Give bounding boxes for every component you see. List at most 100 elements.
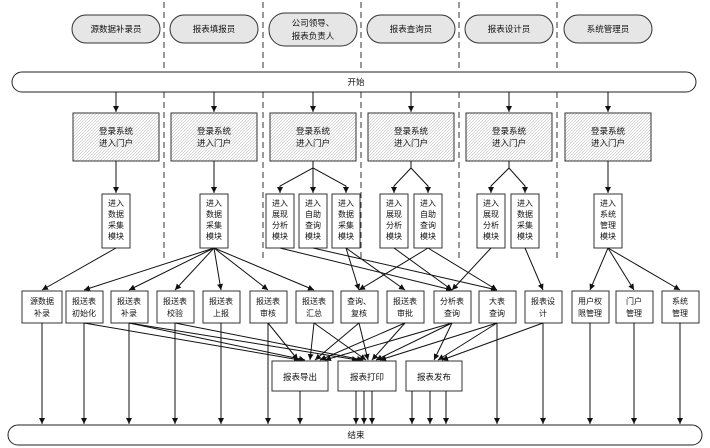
module-box-analysis: 进入 展现 分析 模块 [379,193,409,249]
module-text: 数据 [338,209,354,219]
module-text: 进入 [517,199,533,208]
module-text: 进入 [338,199,354,208]
start-label: 开始 [347,77,365,88]
login-text: 进入门户 [591,138,625,149]
function-text: 查询 [444,308,460,318]
module-text: 进入 [386,199,402,208]
function-report-init: 报送表 初始化 [65,290,104,324]
module-box-data-collection: 进入 数据 采集 模块 [331,193,361,249]
login-text: 登录系统 [394,126,429,137]
module-box-self-query: 进入 自助 查询 模块 [413,193,443,249]
login-text: 登录系统 [591,126,626,137]
function-report-entry: 报送表 补录 [110,290,149,324]
login-text: 进入门户 [394,138,428,149]
lane-label: 公司领导、 [292,18,335,29]
module-text: 展现 [483,210,499,219]
lane-header-sysadmin: 系统管理员 [563,14,653,44]
module-box-system-admin: 进入 系统 管理 模块 [593,193,623,249]
login-box: 登录系统 进入门户 [367,112,455,162]
function-text: 上报 [213,308,229,318]
module-text: 系统 [600,209,616,219]
edges-modules-functions [41,247,681,292]
module-text: 进入 [420,199,436,208]
lane-label: 报表负责人 [292,31,335,42]
function-text: 初始化 [72,308,96,318]
function-analysis-query: 分析表 查询 [433,290,472,324]
function-report-summary: 报送表 汇总 [295,290,334,324]
function-text: 报送表 [256,296,280,306]
function-text: 补录 [121,308,137,318]
lane-header-data-entry: 源数据补录员 [71,14,161,44]
output-export: 报表导出 [271,360,329,392]
module-text: 分析 [386,220,402,230]
module-text: 展现 [272,210,288,219]
output-text: 报表打印 [350,372,384,383]
function-text: 计 [539,308,547,318]
function-text: 报表设 [531,296,555,306]
function-text: 大表 [489,296,505,306]
function-text: 管理 [672,308,688,318]
edges-functions-outputs [83,322,544,363]
lane-label: 源数据补录员 [90,24,141,35]
module-box-analysis: 进入 展现 分析 模块 [265,193,295,249]
module-text: 进入 [108,199,124,208]
login-text: 登录系统 [492,126,527,137]
module-text: 模块 [600,231,616,241]
function-text: 报送表 [163,296,187,306]
function-large-table-query: 大表 查询 [478,290,517,324]
lane-headers: 源数据补录员 报表填报员 公司领导、 报表负责人 报表查询员 报表设计员 系统管… [71,12,653,47]
module-text: 自助 [420,209,436,219]
module-text: 管理 [600,220,616,230]
login-text: 登录系统 [99,126,134,137]
module-box-data-collection: 进入 数据 采集 模块 [510,193,540,249]
module-boxes: 进入 数据 采集 模块 进入 数据 采集 模块 进入 展现 分析 模块 进入 自… [101,193,623,249]
module-text: 数据 [206,209,222,219]
module-text: 模块 [420,231,436,241]
module-text: 模块 [108,231,124,241]
module-text: 模块 [305,231,321,241]
login-text: 进入门户 [99,138,133,149]
module-box-data-collection: 进入 数据 采集 模块 [101,193,131,249]
module-text: 模块 [386,231,402,241]
function-source-data-entry: 源数据 补录 [21,290,63,324]
function-text: 审批 [397,308,413,318]
lane-header-report-designer: 报表设计员 [464,14,554,44]
function-system-admin: 系统 管理 [661,290,700,324]
function-text: 系统 [672,296,688,306]
lane-header-report-query: 报表查询员 [366,14,456,44]
function-report-validate: 报送表 校验 [156,290,195,324]
function-portal-admin: 门户 管理 [615,290,654,324]
function-report-design: 报表设 计 [524,290,563,324]
module-text: 采集 [338,220,354,230]
login-text: 进入门户 [197,138,231,149]
login-text: 进入门户 [492,138,526,149]
function-text: 报送表 [117,296,141,306]
module-box-data-collection: 进入 数据 采集 模块 [199,193,229,249]
function-text: 门户 [626,296,642,306]
login-box: 登录系统 进入门户 [465,112,553,162]
module-text: 模块 [338,231,354,241]
function-text: 汇总 [306,308,322,318]
function-text: 复核 [351,308,367,318]
login-text: 登录系统 [296,126,331,137]
function-text: 查询、 [347,296,371,306]
lane-label: 系统管理员 [587,24,630,35]
module-text: 分析 [272,220,288,230]
output-text: 报表发布 [417,372,451,383]
function-user-permission: 用户权 限管理 [571,290,610,324]
module-text: 采集 [517,220,533,230]
function-text: 报送表 [72,296,96,306]
module-text: 进入 [483,199,499,208]
module-text: 采集 [108,220,124,230]
lane-label: 报表设计员 [488,24,531,35]
function-text: 审核 [260,308,276,318]
module-text: 模块 [483,231,499,241]
function-query-recheck: 查询、 复核 [340,290,379,324]
module-text: 自助 [305,209,321,219]
module-box-self-query: 进入 自助 查询 模块 [298,193,328,249]
module-text: 模块 [206,231,222,241]
function-text: 用户权 [578,296,602,306]
edges-login-modules [113,161,611,193]
function-text: 校验 [167,308,183,318]
module-text: 展现 [386,210,402,219]
